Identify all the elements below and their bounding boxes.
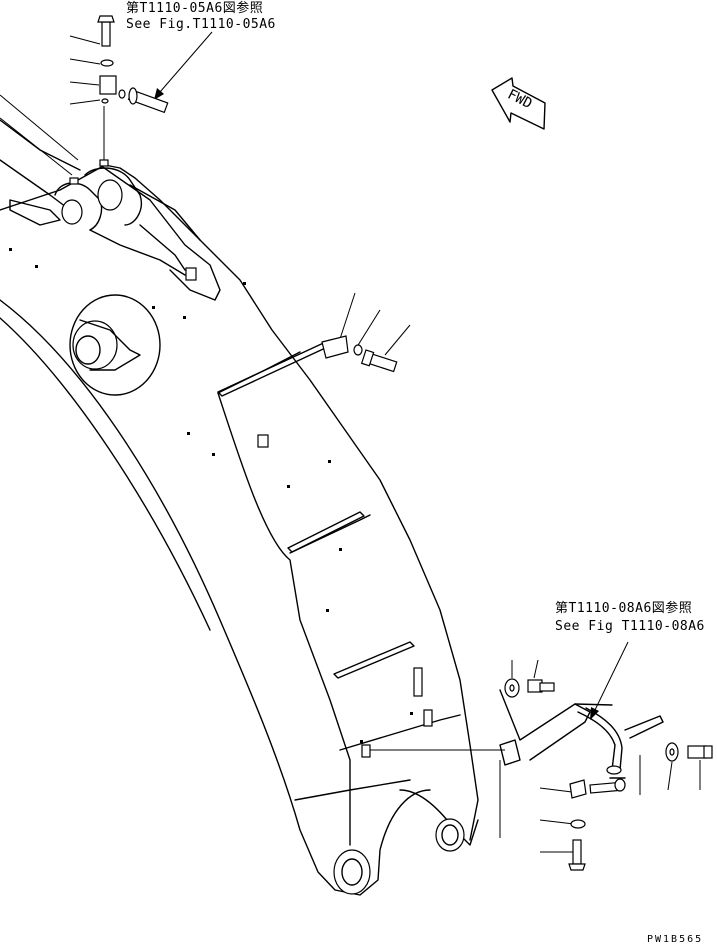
reference-bottom-jp: 第T1110-08A6図参照 [555, 600, 692, 616]
clamp-bolt-group [321, 292, 411, 373]
reference-top-jp: 第T1110-05A6図参照 [126, 0, 263, 16]
lower-bracket-assembly [499, 659, 713, 871]
reference-note-top: 第T1110-05A6図参照 See Fig.T1110-05A6 [126, 0, 276, 100]
cylinder-boss [69, 294, 161, 396]
fwd-arrow-icon: FWD [491, 77, 546, 130]
top-pin-assembly [0, 15, 169, 176]
washer-top [100, 59, 114, 67]
block-top [99, 75, 117, 95]
boom-body [0, 119, 479, 896]
boom-top-bracket [9, 159, 221, 301]
reference-note-bottom: 第T1110-08A6図参照 See Fig T1110-08A6 [555, 600, 705, 720]
reference-top-en: See Fig.T1110-05A6 [126, 17, 276, 32]
drawing-code: PW1B565 [647, 934, 703, 945]
mounting-holes [9, 248, 413, 743]
lower-pin-hole-left [333, 849, 371, 895]
clamp-bracket-vertical [413, 667, 423, 697]
bolt-top [101, 21, 111, 47]
lower-pin-hole-right [435, 818, 465, 852]
reference-bottom-en: See Fig T1110-08A6 [555, 619, 705, 634]
fwd-label: FWD [505, 86, 535, 112]
